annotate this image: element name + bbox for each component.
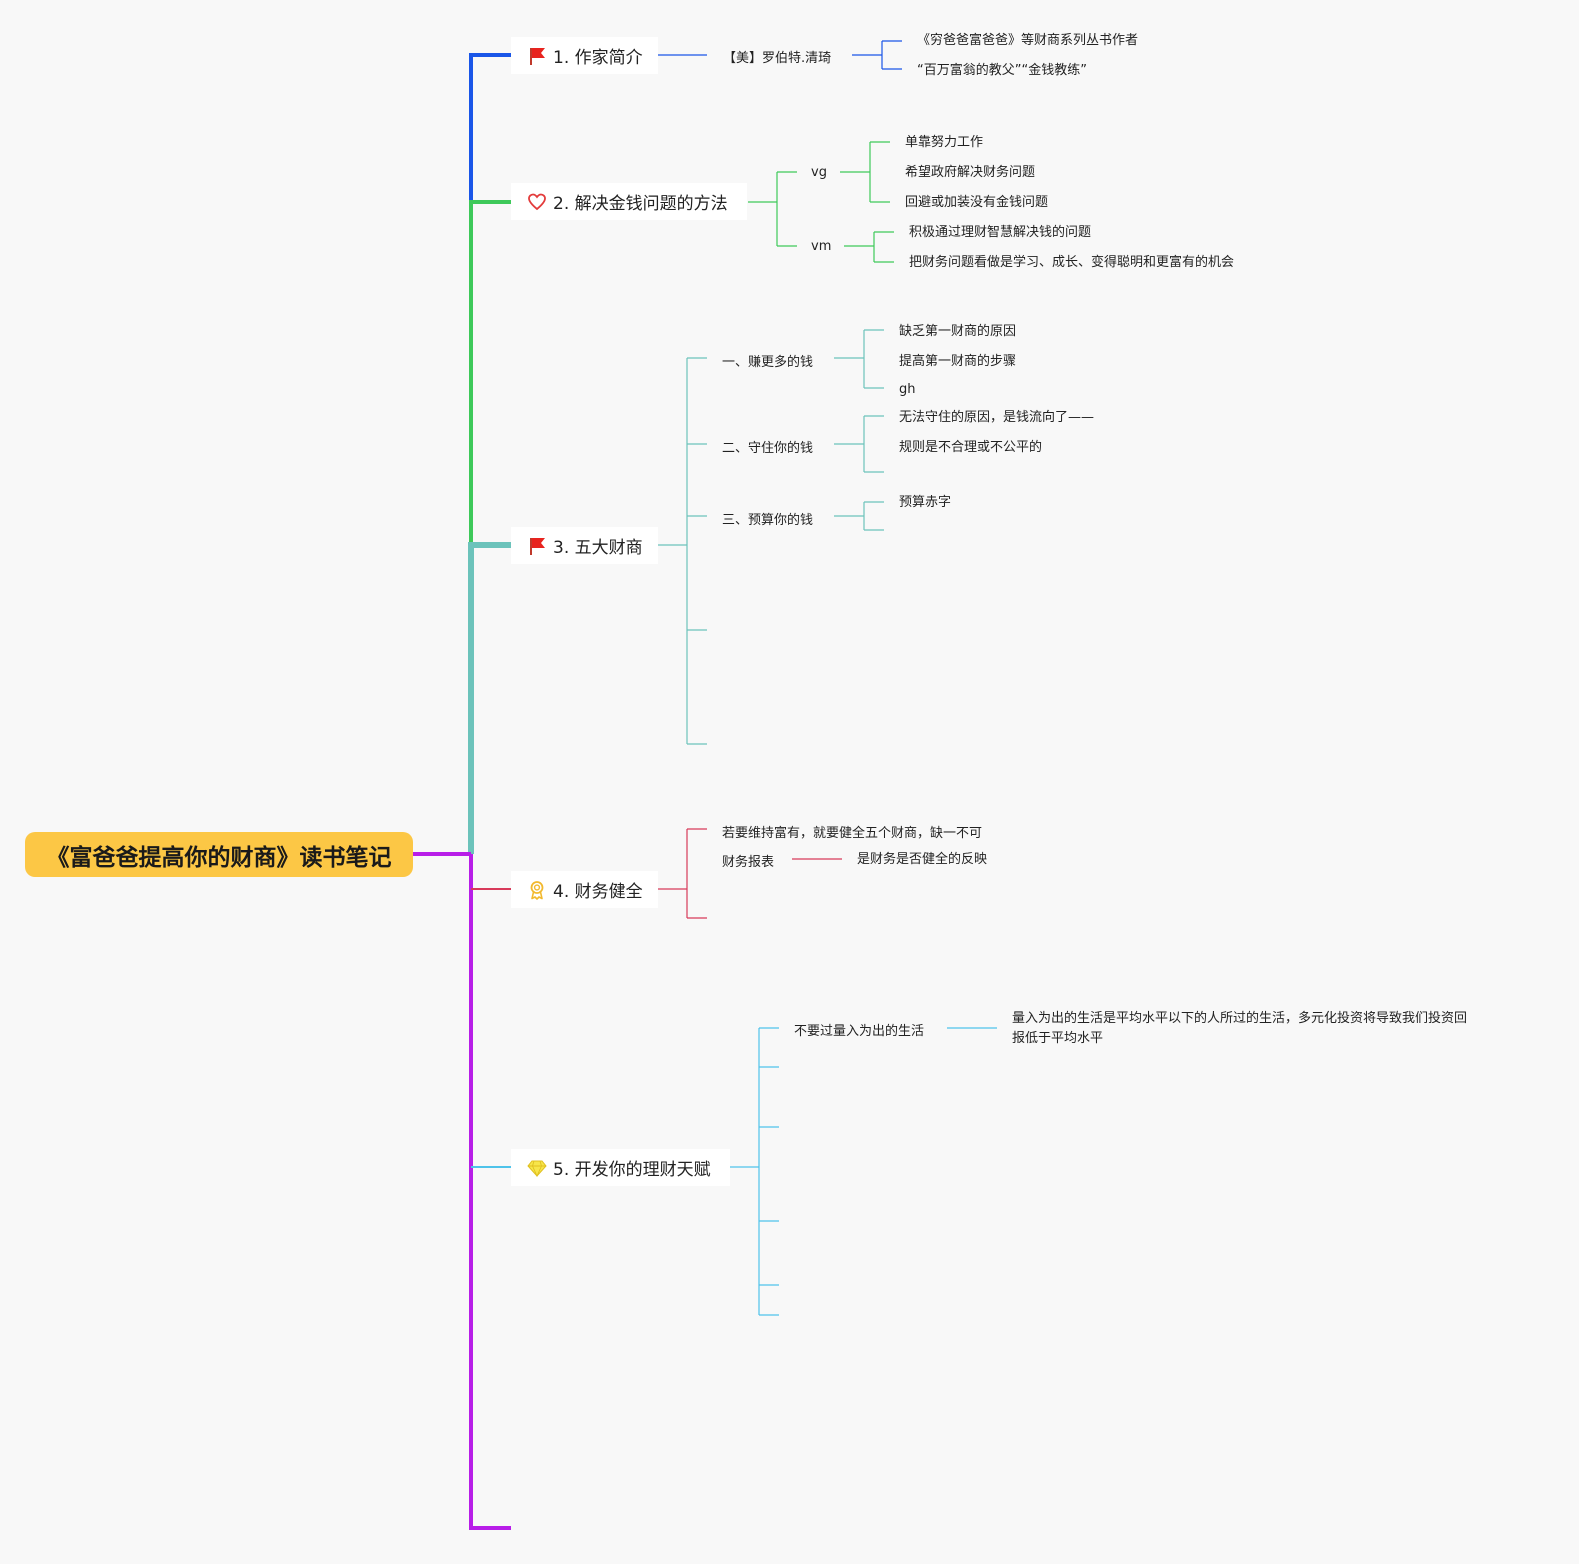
author-note[interactable]: 《穷爸爸富爸爸》等财商系列丛书作者: [917, 33, 1139, 48]
list-item-line[interactable]: 报低于平均水平: [1012, 1031, 1104, 1046]
subtopic-live-within-means[interactable]: 不要过量入为出的生活: [794, 1024, 925, 1039]
diamond-icon: [527, 1160, 547, 1177]
branch-label: 4. 财务健全: [553, 882, 643, 902]
list-item[interactable]: 规则是不合理或不公平的: [899, 440, 1043, 455]
subtopic-earn-more[interactable]: 一、赚更多的钱: [722, 355, 814, 370]
trunk-segment-2: [469, 200, 511, 545]
root-topic[interactable]: 《富爸爸提高你的财商》读书笔记: [25, 832, 413, 877]
branch-label: 1. 作家简介: [553, 48, 643, 68]
red-flag-icon: [530, 537, 545, 555]
connector: [834, 501, 884, 531]
list-item-line[interactable]: 量入为出的生活是平均水平以下的人所过的生活，多元化投资将导致我们投资回: [1012, 1011, 1468, 1026]
branch-label: 5. 开发你的理财天赋: [553, 1160, 711, 1180]
list-item[interactable]: 积极通过理财智慧解决钱的问题: [909, 225, 1092, 240]
subtopic-keep-money[interactable]: 二、守住你的钱: [722, 441, 814, 456]
branch-financial-genius[interactable]: 5. 开发你的理财天赋: [511, 1149, 730, 1186]
connector: [748, 171, 797, 247]
list-item[interactable]: 提高第一财商的步骤: [899, 354, 1017, 369]
list-item[interactable]: 把财务问题看做是学习、成长、变得聪明和更富有的机会: [909, 255, 1235, 270]
trunk-segment-1: [469, 53, 511, 202]
subtopic-keep-rich[interactable]: 若要维持富有，就要健全五个财商，缺一不可: [722, 826, 983, 841]
branch-author-intro[interactable]: 1. 作家简介: [511, 37, 658, 74]
subtopic-vm[interactable]: vm: [811, 239, 832, 254]
branch-label: 2. 解决金钱问题的方法: [553, 194, 728, 214]
list-item[interactable]: 回避或加装没有金钱问题: [905, 195, 1049, 210]
author-name[interactable]: 【美】罗伯特.清琦: [723, 51, 832, 66]
author-note[interactable]: “百万富翁的教父”“金钱教练”: [917, 63, 1087, 78]
branch-financial-health[interactable]: 4. 财务健全: [511, 871, 658, 908]
branch-five-fqs[interactable]: 3. 五大财商: [511, 527, 658, 564]
list-item[interactable]: gh: [899, 382, 916, 397]
award-icon: [530, 880, 544, 900]
connector: [840, 141, 890, 203]
list-item[interactable]: 无法守住的原因，是钱流向了——: [899, 410, 1095, 425]
list-item[interactable]: 预算赤字: [899, 495, 952, 510]
connector: [834, 329, 884, 389]
red-flag-icon: [530, 47, 545, 65]
list-item[interactable]: 希望政府解决财务问题: [905, 165, 1036, 180]
branch-money-solutions[interactable]: 2. 解决金钱问题的方法: [511, 183, 747, 220]
connector: [658, 358, 688, 744]
trunk-segment-3: [468, 542, 511, 854]
trunk-segment-4: [469, 854, 511, 1530]
heart-icon: [528, 193, 546, 210]
branch-label: 3. 五大财商: [553, 538, 643, 558]
connector: [730, 1028, 760, 1315]
connector: [844, 231, 894, 263]
subtopic-financial-statement[interactable]: 财务报表: [722, 855, 775, 870]
connector: [834, 415, 884, 473]
subtopic-vg[interactable]: vg: [811, 165, 827, 180]
subtopic-budget-money[interactable]: 三、预算你的钱: [722, 513, 814, 528]
connector: [658, 829, 688, 918]
connector: [852, 40, 902, 70]
list-item[interactable]: 缺乏第一财商的原因: [899, 324, 1017, 339]
list-item[interactable]: 单靠努力工作: [905, 135, 984, 150]
list-item[interactable]: 是财务是否健全的反映: [857, 852, 988, 867]
